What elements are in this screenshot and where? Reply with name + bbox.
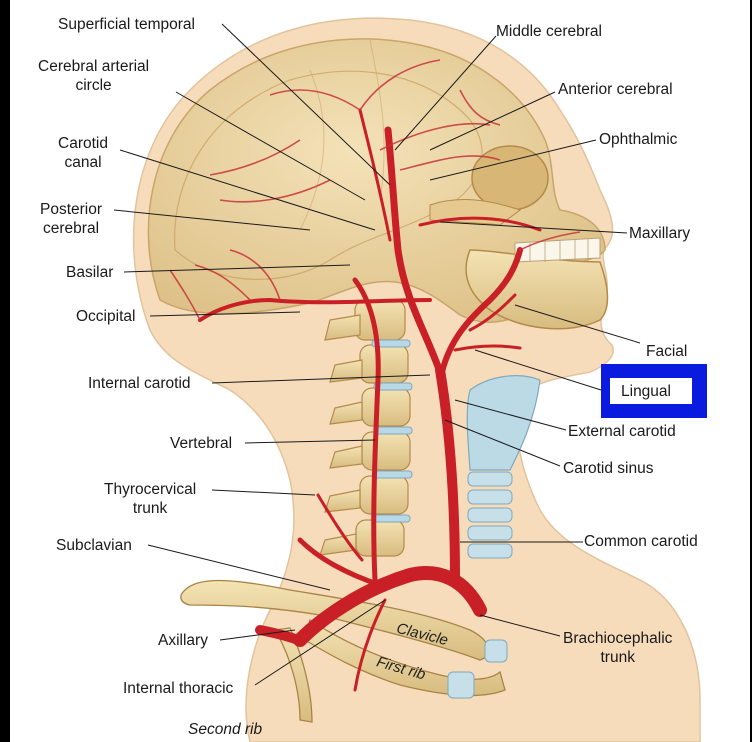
label-lingual: Lingual [621, 383, 671, 400]
label-middle-cerebral: Middle cerebral [496, 23, 602, 40]
label-posterior-cerebral: Posterior cerebral [40, 201, 103, 237]
label-subclavian: Subclavian [56, 537, 132, 554]
label-vertebral: Vertebral [170, 435, 233, 452]
clavicle [180, 579, 490, 661]
label-superficial-temporal: Superficial temporal [58, 16, 195, 33]
label-facial: Facial [646, 343, 688, 360]
orbit [471, 145, 549, 211]
label-carotid-canal: Carotid canal [58, 135, 108, 171]
label-ophthalmic: Ophthalmic [599, 131, 678, 148]
leader-lines [113, 23, 641, 686]
first-rib [304, 618, 506, 697]
label-internal-carotid: Internal carotid [88, 375, 191, 392]
larynx [466, 375, 541, 471]
label-common-carotid: Common carotid [584, 533, 698, 550]
label-external-carotid: External carotid [568, 423, 676, 440]
label-thyrocervical-trunk: Thyrocervical trunk [104, 481, 197, 517]
trachea [467, 471, 513, 559]
label-second-rib: Second rib [188, 721, 263, 738]
label-basilar: Basilar [66, 264, 114, 281]
label-carotid-sinus: Carotid sinus [563, 460, 654, 477]
label-axillary: Axillary [158, 632, 208, 649]
arteries [198, 108, 542, 692]
label-internal-thoracic: Internal thoracic [123, 680, 234, 697]
label-cerebral-arterial-circle: Cerebral arterial circle [38, 58, 150, 94]
label-occipital: Occipital [76, 308, 136, 325]
highlight-inner [610, 378, 692, 404]
label-anterior-cerebral: Anterior cerebral [558, 81, 673, 98]
label-brachiocephalic-trunk: Brachiocephalic trunk [563, 630, 673, 666]
second-rib [273, 627, 313, 723]
brain-outline [173, 70, 483, 280]
label-maxillary: Maxillary [629, 225, 691, 242]
